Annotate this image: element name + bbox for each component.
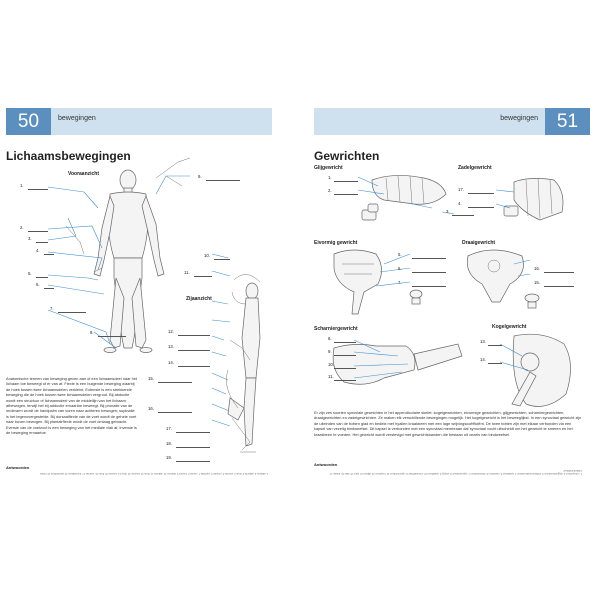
answer-line[interactable]: [334, 368, 356, 369]
answer-line[interactable]: [178, 335, 210, 336]
answer-line[interactable]: [158, 412, 192, 413]
joint-illustrations: [332, 175, 571, 407]
answer-line[interactable]: [334, 342, 356, 343]
answer-line[interactable]: [158, 382, 192, 383]
label-number: 6.: [36, 282, 40, 287]
answer-line[interactable]: [488, 345, 502, 346]
answer-line[interactable]: [194, 276, 212, 277]
left-section-label: bewegingen: [58, 115, 96, 122]
label-number: 17.: [166, 426, 172, 431]
answer-line[interactable]: [334, 194, 358, 195]
answer-line[interactable]: [36, 277, 48, 278]
label-number: 4.: [36, 248, 40, 253]
right-page-number: 51: [545, 108, 590, 135]
answer-line[interactable]: [44, 254, 54, 255]
answer-line[interactable]: [28, 231, 48, 232]
right-body-text: Er zijn zes soorten synoviale gewrichten…: [314, 410, 582, 437]
label-number: 7.: [50, 306, 54, 311]
answer-line[interactable]: [36, 242, 48, 243]
answer-line[interactable]: [468, 193, 494, 194]
label-number: 7.: [398, 280, 402, 285]
right-section-label: bewegingen: [500, 115, 538, 122]
answer-line[interactable]: [412, 258, 446, 259]
answer-line[interactable]: [176, 432, 210, 433]
kogelgewricht-label: Kogelgewricht: [492, 324, 527, 330]
eivormig-gewricht-label: Eivormig gewricht: [314, 240, 358, 246]
answer-line[interactable]: [44, 288, 54, 289]
label-number: 13.: [168, 344, 174, 349]
answer-line[interactable]: [452, 215, 474, 216]
answer-line[interactable]: [334, 380, 356, 381]
answer-line[interactable]: [544, 286, 574, 287]
label-number: 11.: [328, 374, 334, 379]
answer-line[interactable]: [178, 366, 210, 367]
zadelgewricht-label: Zadelgewricht: [458, 165, 492, 171]
label-number: 15.: [534, 280, 540, 285]
right-header-bar: 51 bewegingen: [314, 108, 590, 135]
left-header-bar: 50 bewegingen: [6, 108, 272, 135]
label-number: 1.: [328, 175, 332, 180]
right-page: 51 bewegingen Gewrichten Glijgewricht Za…: [314, 108, 590, 474]
label-number: 17.: [458, 187, 464, 192]
label-number: 19.: [166, 455, 172, 460]
front-view-label: Vooraanzicht: [68, 171, 100, 177]
answer-line[interactable]: [412, 272, 446, 273]
label-number: 13.: [480, 339, 486, 344]
label-number: 18.: [166, 441, 172, 446]
answer-line[interactable]: [98, 336, 126, 337]
right-answers-text: 1. scheepsbeen 2. wiggenbeenderen 3. mid…: [329, 469, 582, 474]
front-body-illustration: [47, 157, 261, 453]
label-number: 3.: [446, 209, 450, 214]
label-number: 9.: [198, 174, 202, 179]
label-number: 3.: [28, 236, 32, 241]
left-body-text: Anatomische termen van beweging geven aa…: [6, 376, 138, 436]
label-number: 14.: [480, 357, 486, 362]
label-number: 11.: [184, 270, 190, 275]
right-page-title: Gewrichten: [314, 149, 380, 163]
label-number: 10.: [328, 362, 334, 367]
left-answers-heading: Antwoorden: [6, 465, 30, 470]
draaigewricht-label: Draaigewricht: [462, 240, 496, 246]
scharniergewricht-label: Scharniergewricht: [314, 326, 358, 332]
left-page-number: 50: [6, 108, 51, 135]
label-number: 10.: [204, 253, 210, 258]
answer-line[interactable]: [334, 181, 358, 182]
answer-line[interactable]: [544, 272, 574, 273]
label-number: 6.: [398, 266, 402, 271]
label-number: 8.: [328, 336, 332, 341]
label-number: 4.: [458, 201, 462, 206]
label-number: 12.: [168, 329, 174, 334]
left-page-title: Lichaamsbewegingen: [6, 149, 131, 163]
label-number: 16.: [534, 266, 540, 271]
label-number: 15.: [148, 376, 154, 381]
label-number: 1.: [20, 183, 24, 188]
answer-line[interactable]: [58, 312, 86, 313]
label-number: 9.: [328, 349, 332, 354]
answer-line[interactable]: [176, 447, 210, 448]
answer-line[interactable]: [412, 286, 446, 287]
answer-line[interactable]: [28, 189, 48, 190]
answer-line[interactable]: [178, 350, 210, 351]
label-number: 16.: [148, 406, 154, 411]
side-view-label: Zijaanzicht: [186, 296, 212, 302]
answer-line[interactable]: [214, 259, 230, 260]
label-number: 8.: [90, 330, 94, 335]
glijgewricht-label: Glijgewricht: [314, 165, 343, 171]
answer-line[interactable]: [334, 355, 356, 356]
label-number: 2.: [328, 188, 332, 193]
label-number: 2.: [20, 225, 24, 230]
label-number: 14.: [168, 360, 174, 365]
right-answers-heading: Antwoorden: [314, 462, 338, 467]
label-number: 5.: [28, 271, 32, 276]
answer-line[interactable]: [176, 461, 210, 462]
answer-line[interactable]: [488, 363, 502, 364]
left-answers-text: 1. abductie 2. adductie 3. flexie 4. ext…: [39, 472, 268, 474]
answer-line[interactable]: [468, 207, 494, 208]
label-number: 5.: [398, 252, 402, 257]
answer-line[interactable]: [206, 180, 240, 181]
left-page: 50 bewegingen Lichaamsbewegingen Vooraan…: [6, 108, 272, 474]
